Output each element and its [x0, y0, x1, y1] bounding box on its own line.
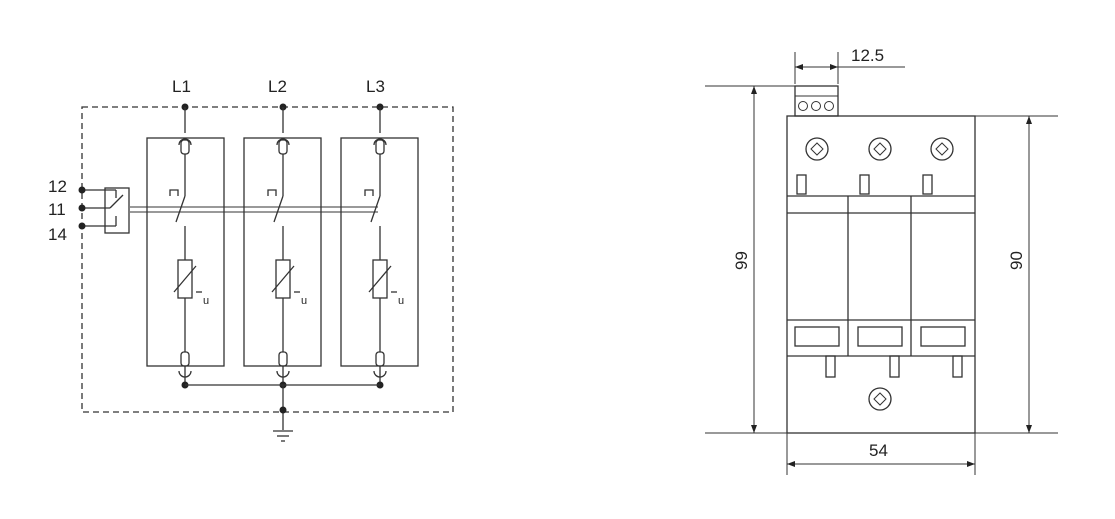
module-l2: u: [243, 103, 322, 389]
module-l3: u: [340, 103, 419, 389]
screw-icon: [930, 137, 954, 161]
dimension-width: 54: [869, 441, 888, 460]
fuse-icon: [278, 139, 288, 155]
fuse-icon: [180, 351, 190, 367]
varistor-mark: u: [398, 295, 404, 307]
fuse-icon: [180, 139, 190, 155]
status-window: [794, 326, 840, 347]
contact-label-14: 14: [48, 225, 67, 244]
thermal-switch-icon: [267, 189, 277, 196]
ground-icon: [273, 430, 293, 442]
screw-icon: [868, 137, 892, 161]
status-window: [920, 326, 966, 347]
device-body: [786, 115, 976, 434]
phase-label-l1: L1: [172, 77, 191, 96]
status-window: [857, 326, 903, 347]
contact-box: [104, 187, 130, 234]
thermal-switch-icon: [169, 189, 179, 196]
dimension-terminal-width: 12.5: [851, 46, 884, 65]
circuit-schematic: L1 L2 L3 u: [48, 77, 454, 442]
varistor-mark: u: [301, 295, 307, 307]
fuse-icon: [375, 139, 385, 155]
screw-icon: [868, 387, 892, 411]
thermal-switch-icon: [364, 189, 374, 196]
dimension-total-height: 99: [732, 251, 751, 270]
remote-signal-contact: [78, 186, 130, 234]
module-l1: u: [146, 103, 225, 389]
fuse-icon: [375, 351, 385, 367]
dimension-body-height: 90: [1007, 251, 1026, 270]
screw-icon: [805, 137, 829, 161]
signal-terminal-block: [794, 85, 839, 117]
phase-label-l2: L2: [268, 77, 287, 96]
phase-label-l3: L3: [366, 77, 385, 96]
varistor-mark: u: [203, 295, 209, 307]
fuse-icon: [278, 351, 288, 367]
dimension-drawing: 12.5: [705, 46, 1058, 475]
dashed-enclosure: [81, 106, 454, 413]
contact-label-11: 11: [48, 200, 66, 219]
contact-label-12: 12: [48, 177, 67, 196]
